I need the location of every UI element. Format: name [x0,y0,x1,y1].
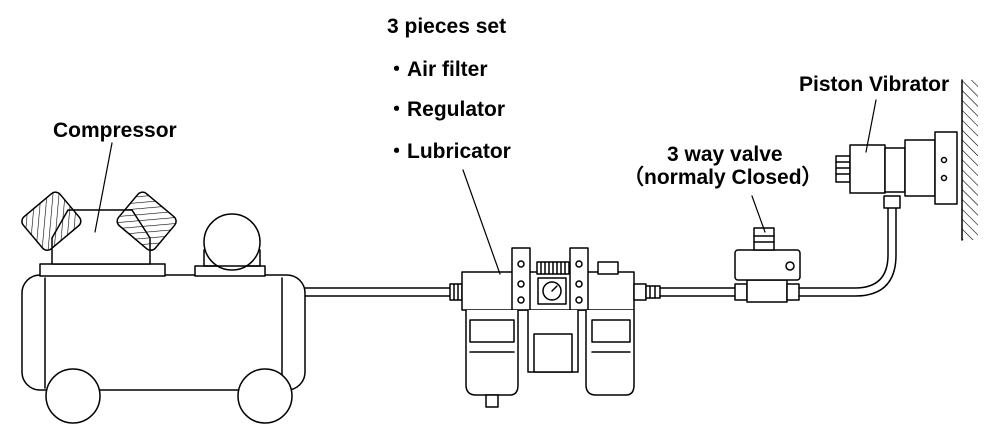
piston-vibrator [836,132,957,204]
set-item-lubricator: ・Lubricator [386,140,511,163]
compressor-wheel-right [238,369,292,423]
vibrator-label: Piston Vibrator [799,73,950,96]
mounting-wall [962,80,978,240]
leader-lines [95,100,876,274]
pipe-frl-valve [634,284,735,300]
compressor-unit [19,190,305,423]
pressure-gauge [543,282,561,300]
compressor-label: Compressor [53,119,177,142]
valve-label-line1: 3 way valve [667,143,783,166]
pipe-compressor-frl [305,284,462,300]
set-title-label: 3 pieces set [387,15,507,38]
set-item-regulator: ・Regulator [386,98,506,121]
compressor-motor [204,214,260,270]
valve-label-line2: （normaly Closed） [623,166,823,189]
set-item-air-filter: ・Air filter [386,58,488,81]
pipe-valve-vibrator [799,196,900,296]
frl-unit [462,248,634,407]
three-way-valve [735,228,800,302]
compressor-wheel-left [46,369,100,423]
